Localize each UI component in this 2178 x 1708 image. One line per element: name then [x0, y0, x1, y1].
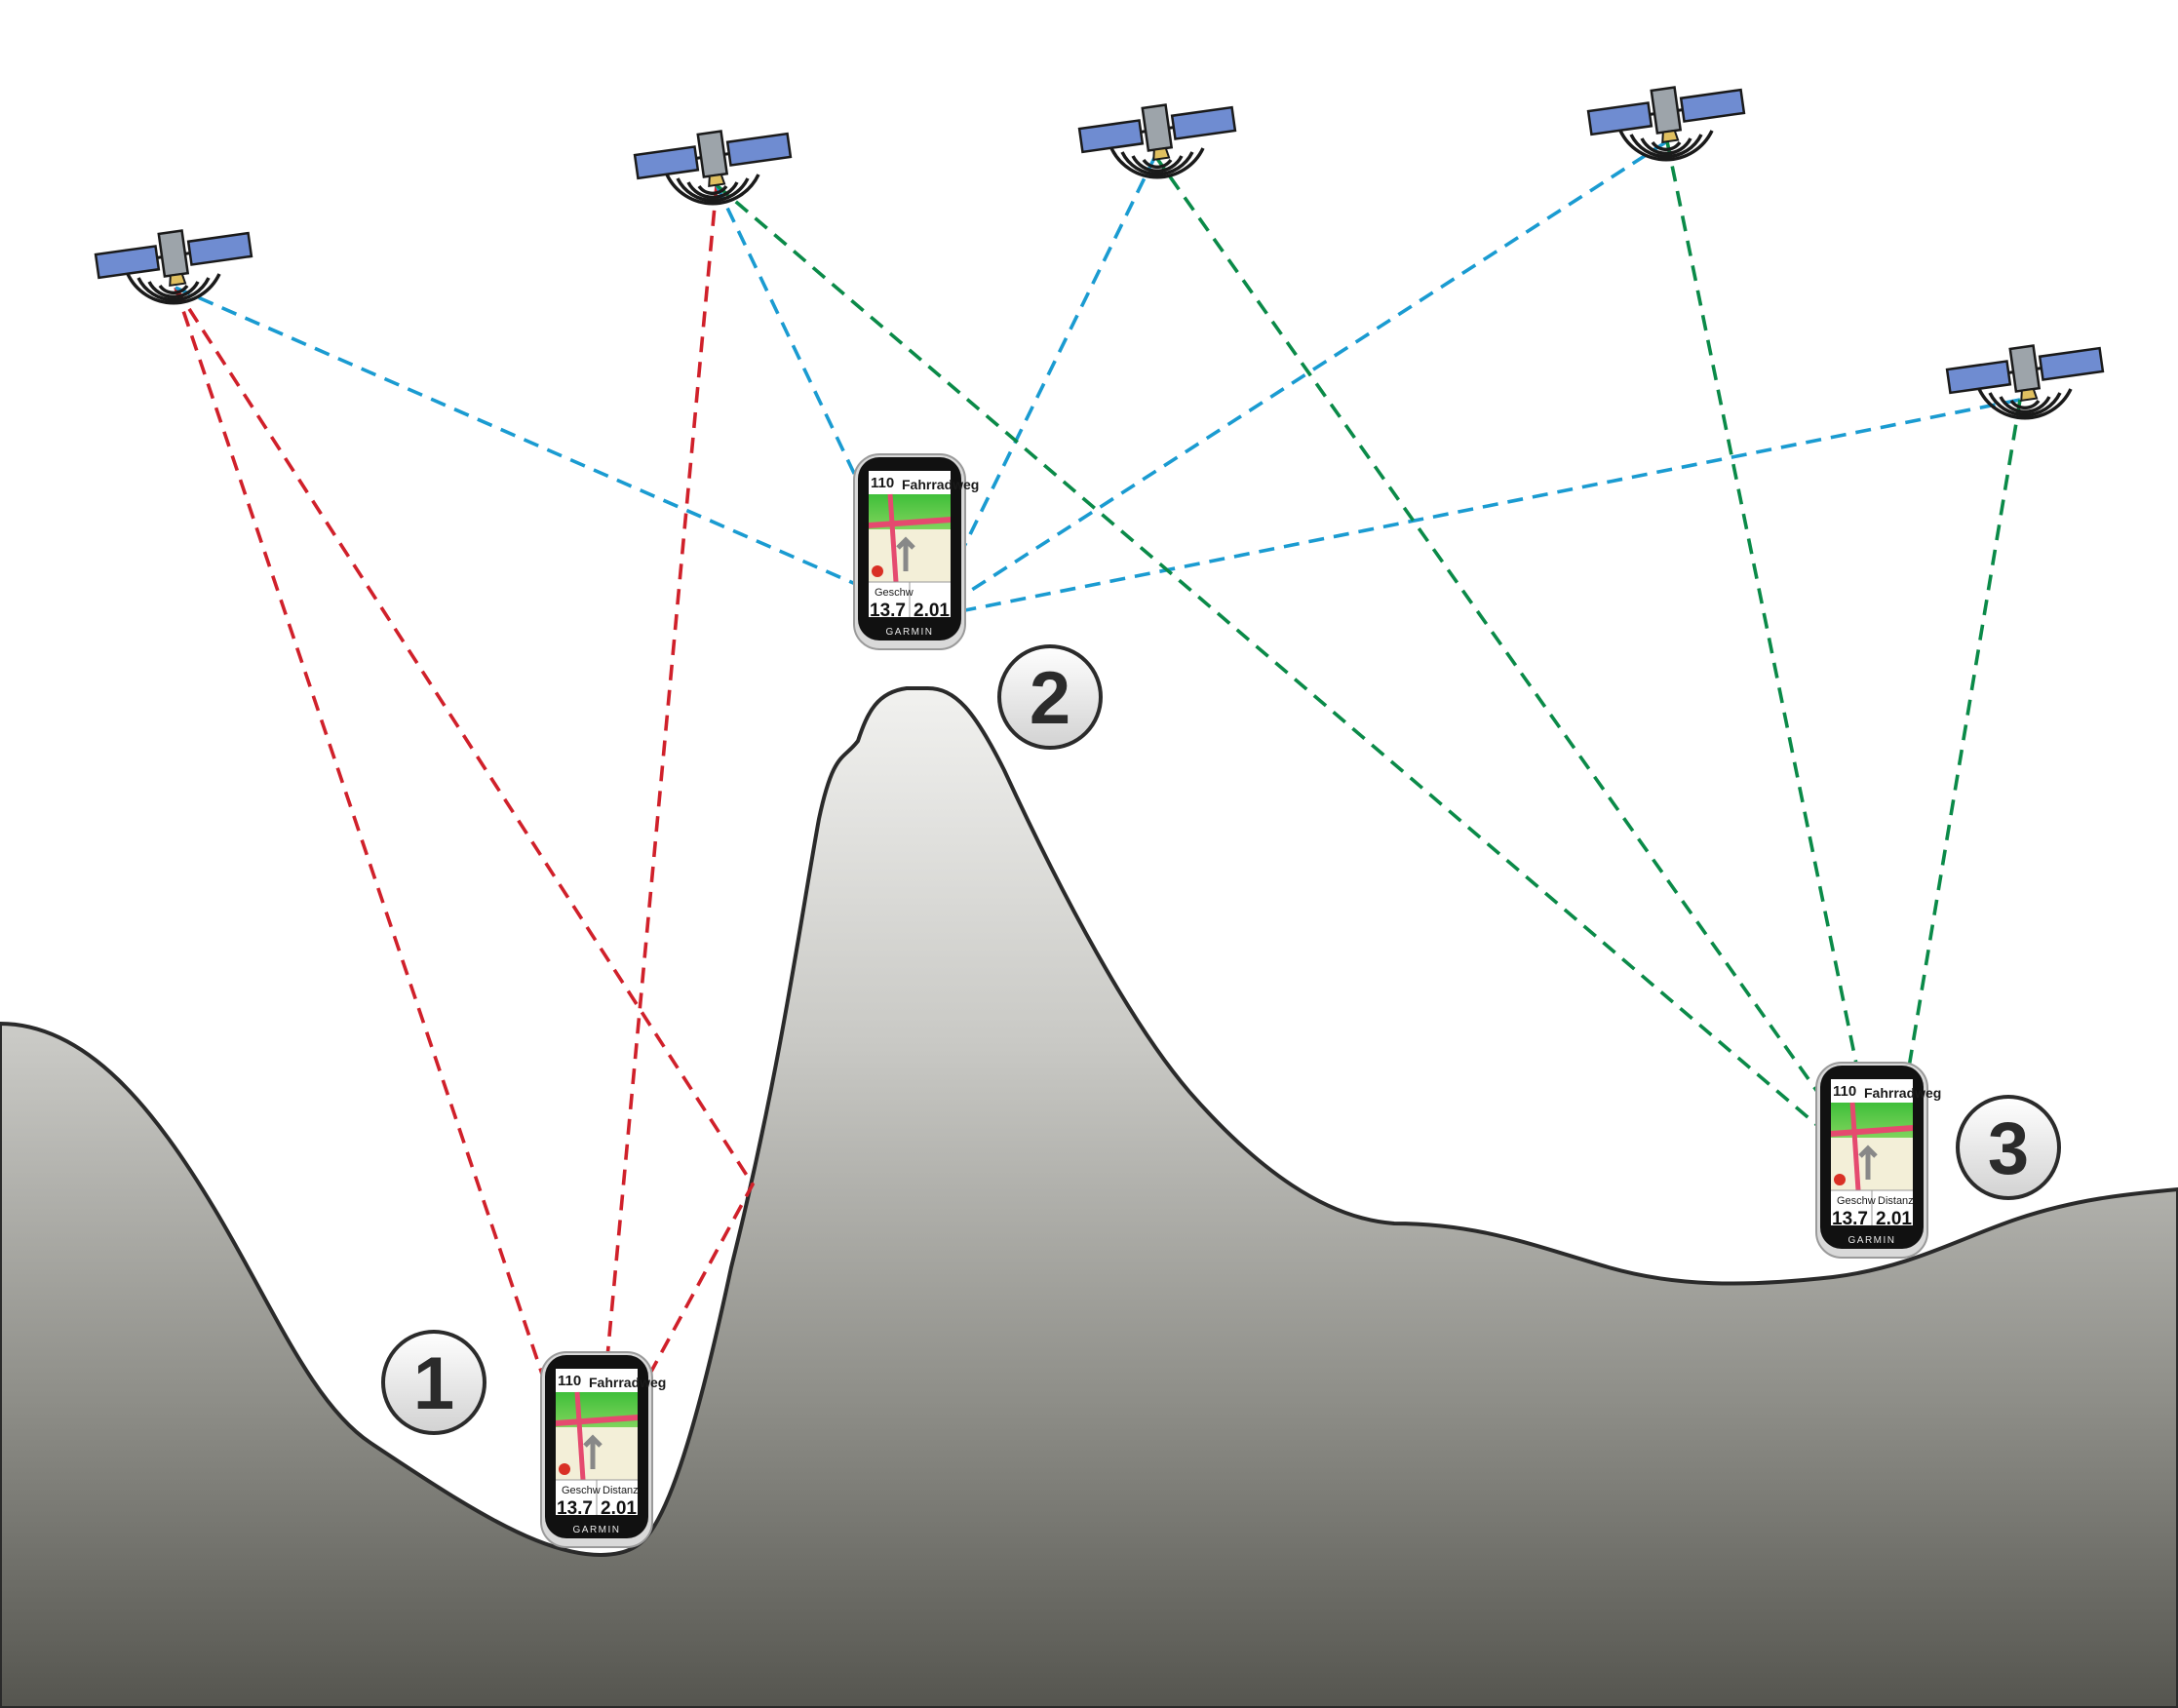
speed-field-value: 13.7 [870, 601, 906, 621]
distance-field-value: 2.01 [601, 1498, 637, 1519]
speed-limit-label: 110 [1833, 1083, 1856, 1100]
satellite-icon [1584, 76, 1749, 162]
speed-field-label: Geschw [562, 1485, 601, 1496]
speed-limit-label: 110 [558, 1373, 581, 1389]
ray-sat2-device1 [595, 184, 719, 1473]
brand-label: GARMIN [886, 627, 934, 638]
satellite-icon [1943, 334, 2108, 420]
ray-sat4-device2 [930, 139, 1668, 618]
marker-1: 1 [381, 1330, 486, 1435]
speed-field-value: 13.7 [1832, 1209, 1868, 1229]
marker-3-label: 3 [1988, 1107, 2029, 1190]
speed-field-label: Geschw [875, 587, 914, 599]
marker-1-label: 1 [413, 1342, 454, 1425]
street-name: Fahrradweg [1864, 1085, 1941, 1101]
satellite-icon [92, 219, 256, 305]
ray-sat3-device2 [929, 155, 1157, 615]
terrain [0, 685, 2178, 1708]
gps-device-3: 110 Fahrradweg Geschw Distanz 13.7 2.01 … [1816, 1063, 1941, 1258]
street-name: Fahrradweg [589, 1375, 666, 1390]
ray-sat2-device3 [715, 183, 1888, 1186]
gps-device-2: 110 Fahrradweg Geschw 13.7 2.01 GARMIN [854, 454, 979, 649]
distance-field-value: 2.01 [1876, 1209, 1912, 1229]
ray-sat4-device3 [1665, 140, 1884, 1188]
satellite-icon [1075, 94, 1240, 179]
gps-device-1: 110 Fahrradweg Geschw Distanz 13.7 2.01 … [541, 1352, 666, 1547]
distance-field-label: Distanz [603, 1485, 639, 1496]
distance-field-value: 2.01 [914, 601, 950, 621]
direct-signal-rays [175, 139, 2021, 621]
ray-sat5-device2 [935, 398, 2021, 618]
device3-signal-rays [715, 140, 2022, 1191]
ray-sat1-device2 [175, 286, 937, 621]
blocked-signal-rays [174, 184, 756, 1488]
ray-sat5-device3 [1887, 399, 2022, 1185]
brand-label: GARMIN [1848, 1235, 1896, 1246]
ray-sat2-device1-b [585, 185, 717, 1448]
ray-sat3-device3 [1153, 154, 1888, 1191]
speed-field-value: 13.7 [557, 1498, 593, 1519]
marker-3: 3 [1956, 1095, 2061, 1200]
ray-sat1-device1 [174, 287, 582, 1488]
marker-2: 2 [997, 644, 1103, 750]
distance-field-label: Distanz [1878, 1195, 1914, 1207]
marker-2-label: 2 [1030, 657, 1070, 740]
satellite-icon [631, 120, 796, 206]
ray-sat1-mountain-reflect [174, 287, 756, 1473]
ray-sat2-device2 [715, 184, 923, 615]
speed-limit-label: 110 [871, 475, 894, 491]
speed-field-label: Geschw [1837, 1195, 1876, 1207]
street-name: Fahrradweg [902, 477, 979, 492]
brand-label: GARMIN [573, 1525, 621, 1535]
